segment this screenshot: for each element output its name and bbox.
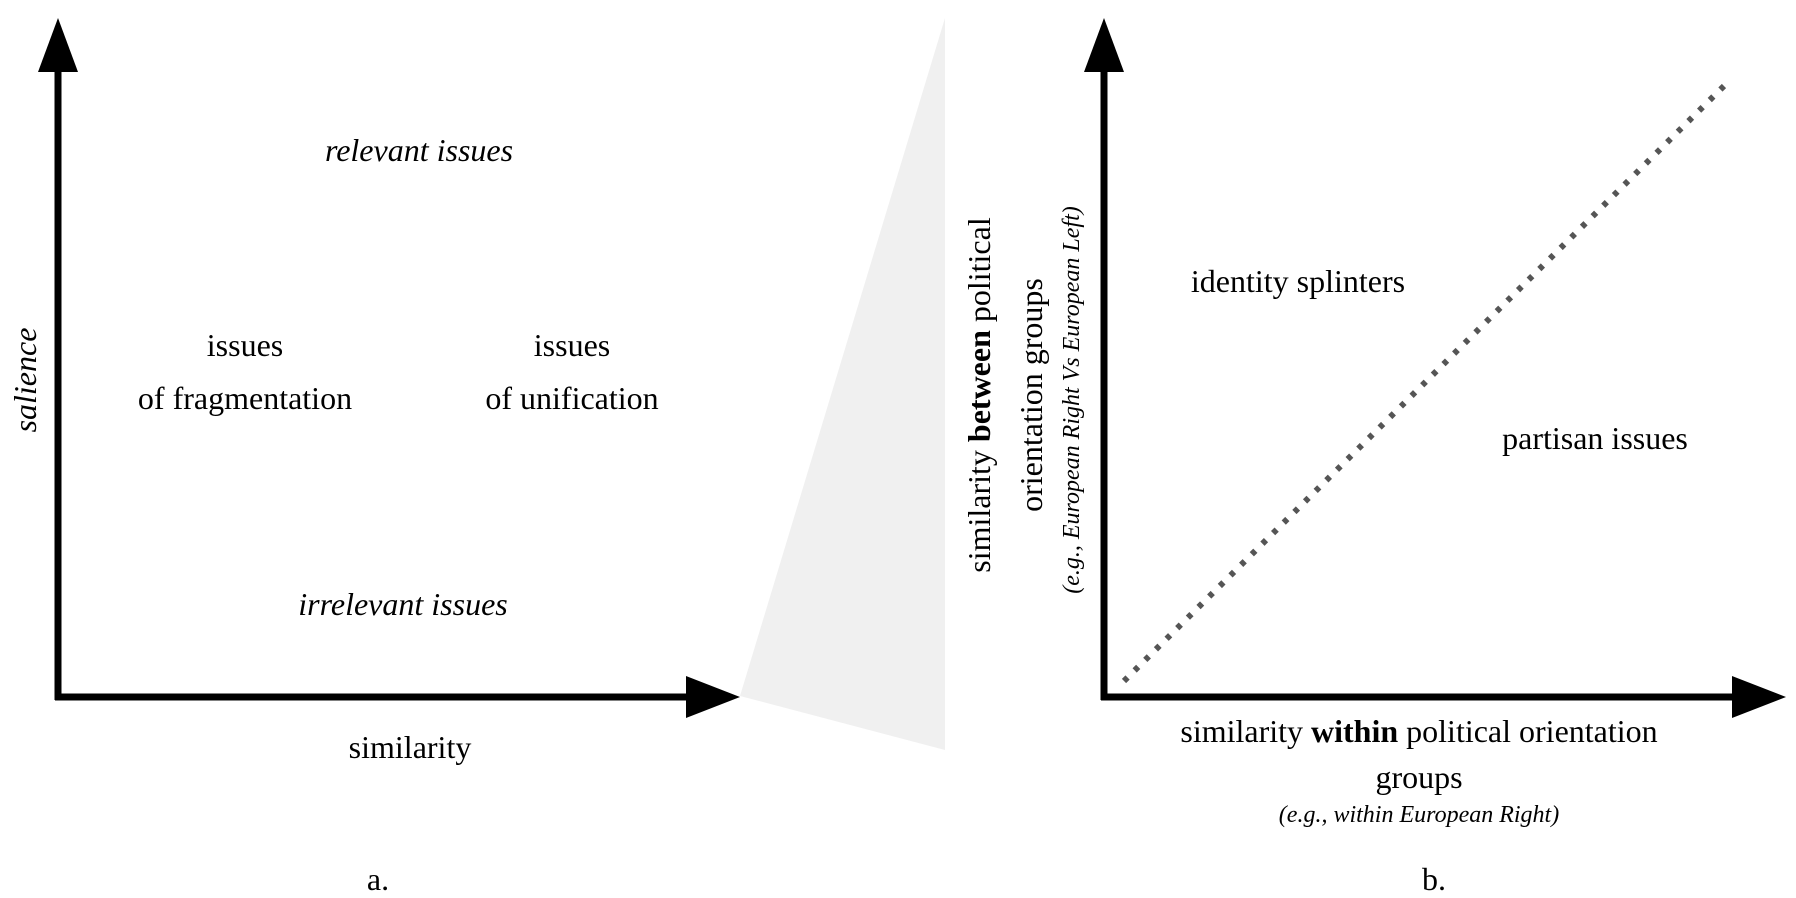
panel-b-diagonal [1121,77,1733,684]
panel-b-y-label-example: (e.g., European Right Vs European Left) [1059,206,1085,594]
panel-a-y-label: salience [7,328,43,433]
panel-b-x-label-bold: within [1311,713,1398,749]
partisan-issues-label: partisan issues [1502,420,1688,456]
panel-b-y-label-bold: between [961,330,997,442]
panel-b-y-arrowhead [1084,18,1124,72]
relevant-issues-label: relevant issues [325,132,513,168]
panel-b-x-label-line1: similarity within political orientation [1180,713,1657,749]
panel-a: salience similarity relevant issues issu… [7,18,740,897]
panel-b-y-label-line1: similarity between political [961,217,997,573]
fragmentation-label-line2: of fragmentation [138,380,352,416]
panel-b-x-label-post: political orientation [1398,713,1657,749]
panel-b: similarity between political orientation… [961,18,1786,897]
panel-b-x-label: similarity within political orientation … [1180,713,1657,828]
panel-a-caption: a. [367,861,389,897]
panel-a-x-arrowhead [686,676,740,718]
unification-label-line1: issues [534,327,610,363]
panel-b-y-label-line2: orientation groups [1013,278,1049,512]
zoom-wedge [740,18,945,750]
panel-b-x-arrowhead [1732,676,1786,718]
panel-b-x-label-example: (e.g., within European Right) [1279,802,1559,828]
panel-b-caption: b. [1422,861,1446,897]
panel-a-x-label: similarity [349,729,472,765]
panel-b-x-label-pre: similarity [1180,713,1311,749]
irrelevant-issues-label: irrelevant issues [298,586,507,622]
panel-b-y-label: similarity between political orientation… [961,206,1085,594]
panel-a-y-arrowhead [38,18,78,72]
unification-label-line2: of unification [485,380,658,416]
panel-b-x-label-line2: groups [1375,759,1462,795]
panel-b-y-label-pre: similarity [961,442,997,573]
fragmentation-label-line1: issues [207,327,283,363]
identity-splinters-label: identity splinters [1191,263,1405,299]
panel-b-y-label-post: political [961,217,997,330]
